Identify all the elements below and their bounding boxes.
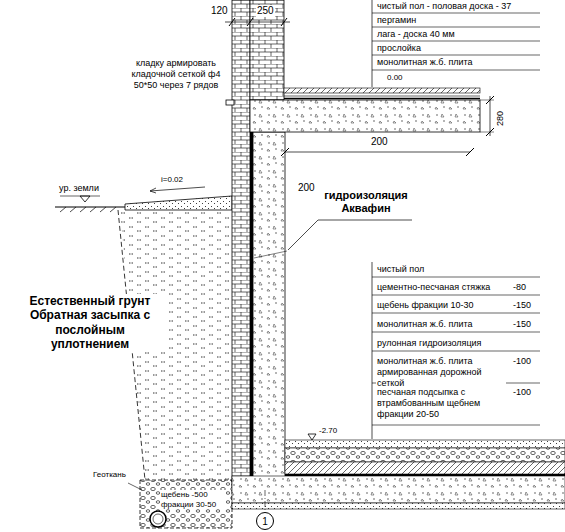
floor-slab <box>250 100 480 132</box>
ground-hatch <box>60 207 116 212</box>
leader-line <box>372 0 373 87</box>
roofing-felt <box>284 98 480 100</box>
table-rulings <box>372 13 540 70</box>
level-marker <box>308 434 316 440</box>
blind-area <box>125 196 232 210</box>
layer-note: лага - доска 40 мм <box>376 29 456 40</box>
layer-note: монолитная ж.б. плита армированная дорож… <box>376 356 506 388</box>
drip-cap <box>226 100 234 105</box>
layer-note: рулонная гидроизоляция <box>376 338 483 349</box>
table-rulings <box>372 277 540 425</box>
slope-arrow <box>150 187 205 193</box>
screed <box>285 440 565 448</box>
dimension-value: 250 <box>256 5 275 17</box>
material-note: щебень -500 фракции 30-50 <box>160 490 226 509</box>
layer-note: пергамин <box>376 15 417 26</box>
floor-slab-lower <box>285 462 565 474</box>
extension-line <box>480 132 494 133</box>
layer-thickness: -80 <box>512 282 527 293</box>
facing-brick <box>232 0 250 485</box>
layer-note: песчаная подсыпка с втрамбованным щебнем… <box>376 387 510 419</box>
extension-line <box>480 100 494 101</box>
gravel-layer <box>285 448 565 462</box>
brick-wall <box>250 0 284 100</box>
gravel-drain <box>140 480 232 528</box>
dimension-value: 200 <box>370 136 389 148</box>
waterproofing-layer <box>250 132 253 485</box>
leader-line <box>288 220 412 250</box>
joist-layer <box>284 96 480 97</box>
layer-note: монолитная ж.б. плита <box>376 57 474 68</box>
dimension-ticks <box>281 148 474 156</box>
masonry-note: кладку армировать кладочной сеткой ф4 50… <box>126 58 226 90</box>
level-shelf <box>60 196 100 197</box>
layer-note: щебень фракции 10-30 <box>376 300 475 311</box>
leader-line <box>128 483 142 490</box>
level-value: 0.00 <box>386 73 404 83</box>
soil-note: Естественный грунт Обратная засыпка с по… <box>14 294 166 352</box>
dimension-ticks <box>486 96 494 136</box>
drain-pipe-inner <box>153 514 163 524</box>
layer-note: чистый пол <box>376 264 425 275</box>
level-value: -2.70 <box>318 426 338 436</box>
layer-thickness: -150 <box>512 319 532 330</box>
concrete-wall <box>253 132 285 485</box>
axis-marker: 1 <box>256 512 274 530</box>
dimension-value: 120 <box>210 5 229 17</box>
layer-note: монолитная ж.б. плита <box>376 319 474 330</box>
level-note: ур. земли <box>58 183 100 194</box>
floor-board <box>284 88 480 93</box>
dimension-line <box>225 22 290 23</box>
dimension-value: 200 <box>297 182 316 194</box>
base-slab <box>232 476 565 503</box>
slope-note: i=0.02 <box>160 175 184 185</box>
layer-note: чистый пол - половая доска - 37 <box>376 1 512 12</box>
level-marker <box>80 196 90 202</box>
layer-note: прослойка <box>376 43 422 54</box>
dimension-line <box>285 152 470 153</box>
leader-line <box>372 262 373 439</box>
callout-note: гидроизоляция Аквафин <box>318 189 414 215</box>
layer-thickness: -100 <box>512 356 532 367</box>
layer-note: цементно-песчаная стяжка <box>376 282 491 293</box>
dimension-ticks <box>229 18 287 26</box>
sand-bed <box>232 503 565 509</box>
leader-line <box>254 251 287 258</box>
dimension-line <box>490 96 491 136</box>
layer-thickness: -150 <box>512 300 532 311</box>
axis-number: 1 <box>262 516 268 527</box>
axis-line <box>265 490 266 511</box>
material-note: Геоткань <box>92 470 127 480</box>
dimension-value: 280 <box>495 110 506 127</box>
layer-thickness: -100 <box>512 387 532 398</box>
drain-pipe <box>150 511 166 527</box>
